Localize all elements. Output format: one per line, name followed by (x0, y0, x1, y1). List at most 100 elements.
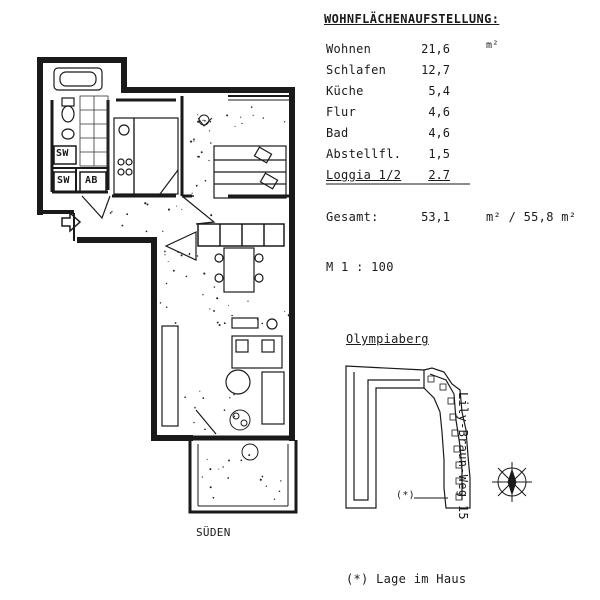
speckle (256, 318, 259, 321)
speckle (218, 323, 221, 327)
speckle (261, 322, 264, 325)
row-label-abstell: Abstellfl. (326, 147, 402, 161)
speckle (194, 406, 196, 409)
speckle (164, 250, 166, 253)
loggia (188, 440, 298, 514)
speckle (172, 269, 175, 272)
bed-icon (213, 145, 287, 199)
speckle (284, 310, 286, 312)
speckle (210, 142, 212, 144)
footnote: (*) Lage im Haus (346, 572, 467, 586)
speckle (210, 214, 213, 217)
speckle (162, 230, 164, 232)
speckle (201, 476, 204, 478)
speckle (209, 308, 211, 310)
speckle (227, 477, 230, 479)
speckle (191, 194, 195, 198)
site-marker: (*) (396, 490, 415, 501)
row-label-wohnen: Wohnen (326, 42, 372, 56)
row-value-abstell: 1,5 (428, 147, 450, 161)
speckle (278, 490, 281, 493)
speckle (213, 286, 216, 288)
row-label-flur: Flur (326, 105, 357, 119)
speckle (174, 322, 177, 324)
row-unit-wohnen: m² (486, 40, 499, 51)
speckle (265, 485, 268, 487)
kitchen-unit (113, 117, 179, 195)
speckle (121, 224, 124, 227)
speckle (181, 208, 183, 211)
speckle (228, 459, 230, 462)
speckle (195, 184, 198, 187)
speckle (196, 255, 199, 257)
total-units: m² / 55,8 m² (486, 210, 577, 224)
speckle (233, 415, 236, 418)
speckle (226, 114, 229, 117)
speckle (288, 315, 290, 317)
speckle (167, 208, 171, 211)
speckle (204, 179, 207, 182)
door-swings (81, 195, 217, 435)
speckle (197, 120, 200, 123)
speckle (231, 314, 233, 317)
speckle (144, 202, 147, 205)
speckle (273, 498, 276, 500)
total-value: 53,1 (421, 210, 450, 224)
speckle (193, 138, 195, 141)
sw-label-2: SW (57, 175, 70, 186)
speckle (175, 205, 177, 207)
speckle (145, 230, 148, 233)
speckle (222, 466, 224, 468)
speckle (199, 390, 201, 392)
speckle (240, 116, 242, 118)
speckle (202, 294, 204, 296)
speckle (223, 409, 226, 411)
speckle (146, 203, 149, 206)
speckle (259, 478, 262, 481)
speckle (202, 397, 205, 399)
speckle (191, 192, 193, 194)
wardrobe-row (197, 223, 285, 247)
speckle (209, 120, 212, 123)
site-plan-title: Olympiaberg (346, 332, 429, 346)
speckle (197, 156, 199, 158)
row-value-loggia: 2.7 (428, 168, 450, 182)
speckle (202, 119, 204, 121)
speckle (208, 159, 210, 162)
speckle (212, 496, 215, 499)
scale-label: M 1 : 100 (326, 260, 394, 274)
speckle (126, 213, 129, 216)
ab-label: AB (85, 175, 98, 186)
speckle (216, 321, 219, 324)
speckle (193, 421, 195, 424)
speckle (262, 117, 265, 119)
speckle (180, 254, 183, 257)
sofa-icon (231, 317, 285, 425)
row-value-bad: 4,6 (428, 126, 450, 140)
row-label-kueche: Küche (326, 84, 364, 98)
speckle (223, 322, 226, 325)
speckle (204, 428, 206, 431)
row-value-flur: 4,6 (428, 105, 450, 119)
toilet-icon (61, 97, 75, 123)
speckle (209, 468, 212, 471)
plant-icon-living (229, 409, 251, 431)
speckle (218, 468, 220, 470)
speckle (109, 212, 112, 214)
speckle (159, 302, 162, 304)
speckle (200, 151, 203, 154)
speckle (111, 210, 113, 213)
speckle (167, 261, 169, 262)
exterior-walls (37, 57, 295, 441)
speckle (228, 304, 230, 306)
orientation-label: SÜDEN (196, 526, 231, 539)
speckle (188, 253, 191, 256)
speckle (233, 393, 235, 396)
speckle (216, 297, 219, 300)
speckle (197, 114, 199, 116)
bathroom-tiles (79, 95, 109, 167)
bathtub-icon (53, 67, 103, 91)
speckle (283, 121, 286, 123)
speckle (252, 114, 254, 116)
